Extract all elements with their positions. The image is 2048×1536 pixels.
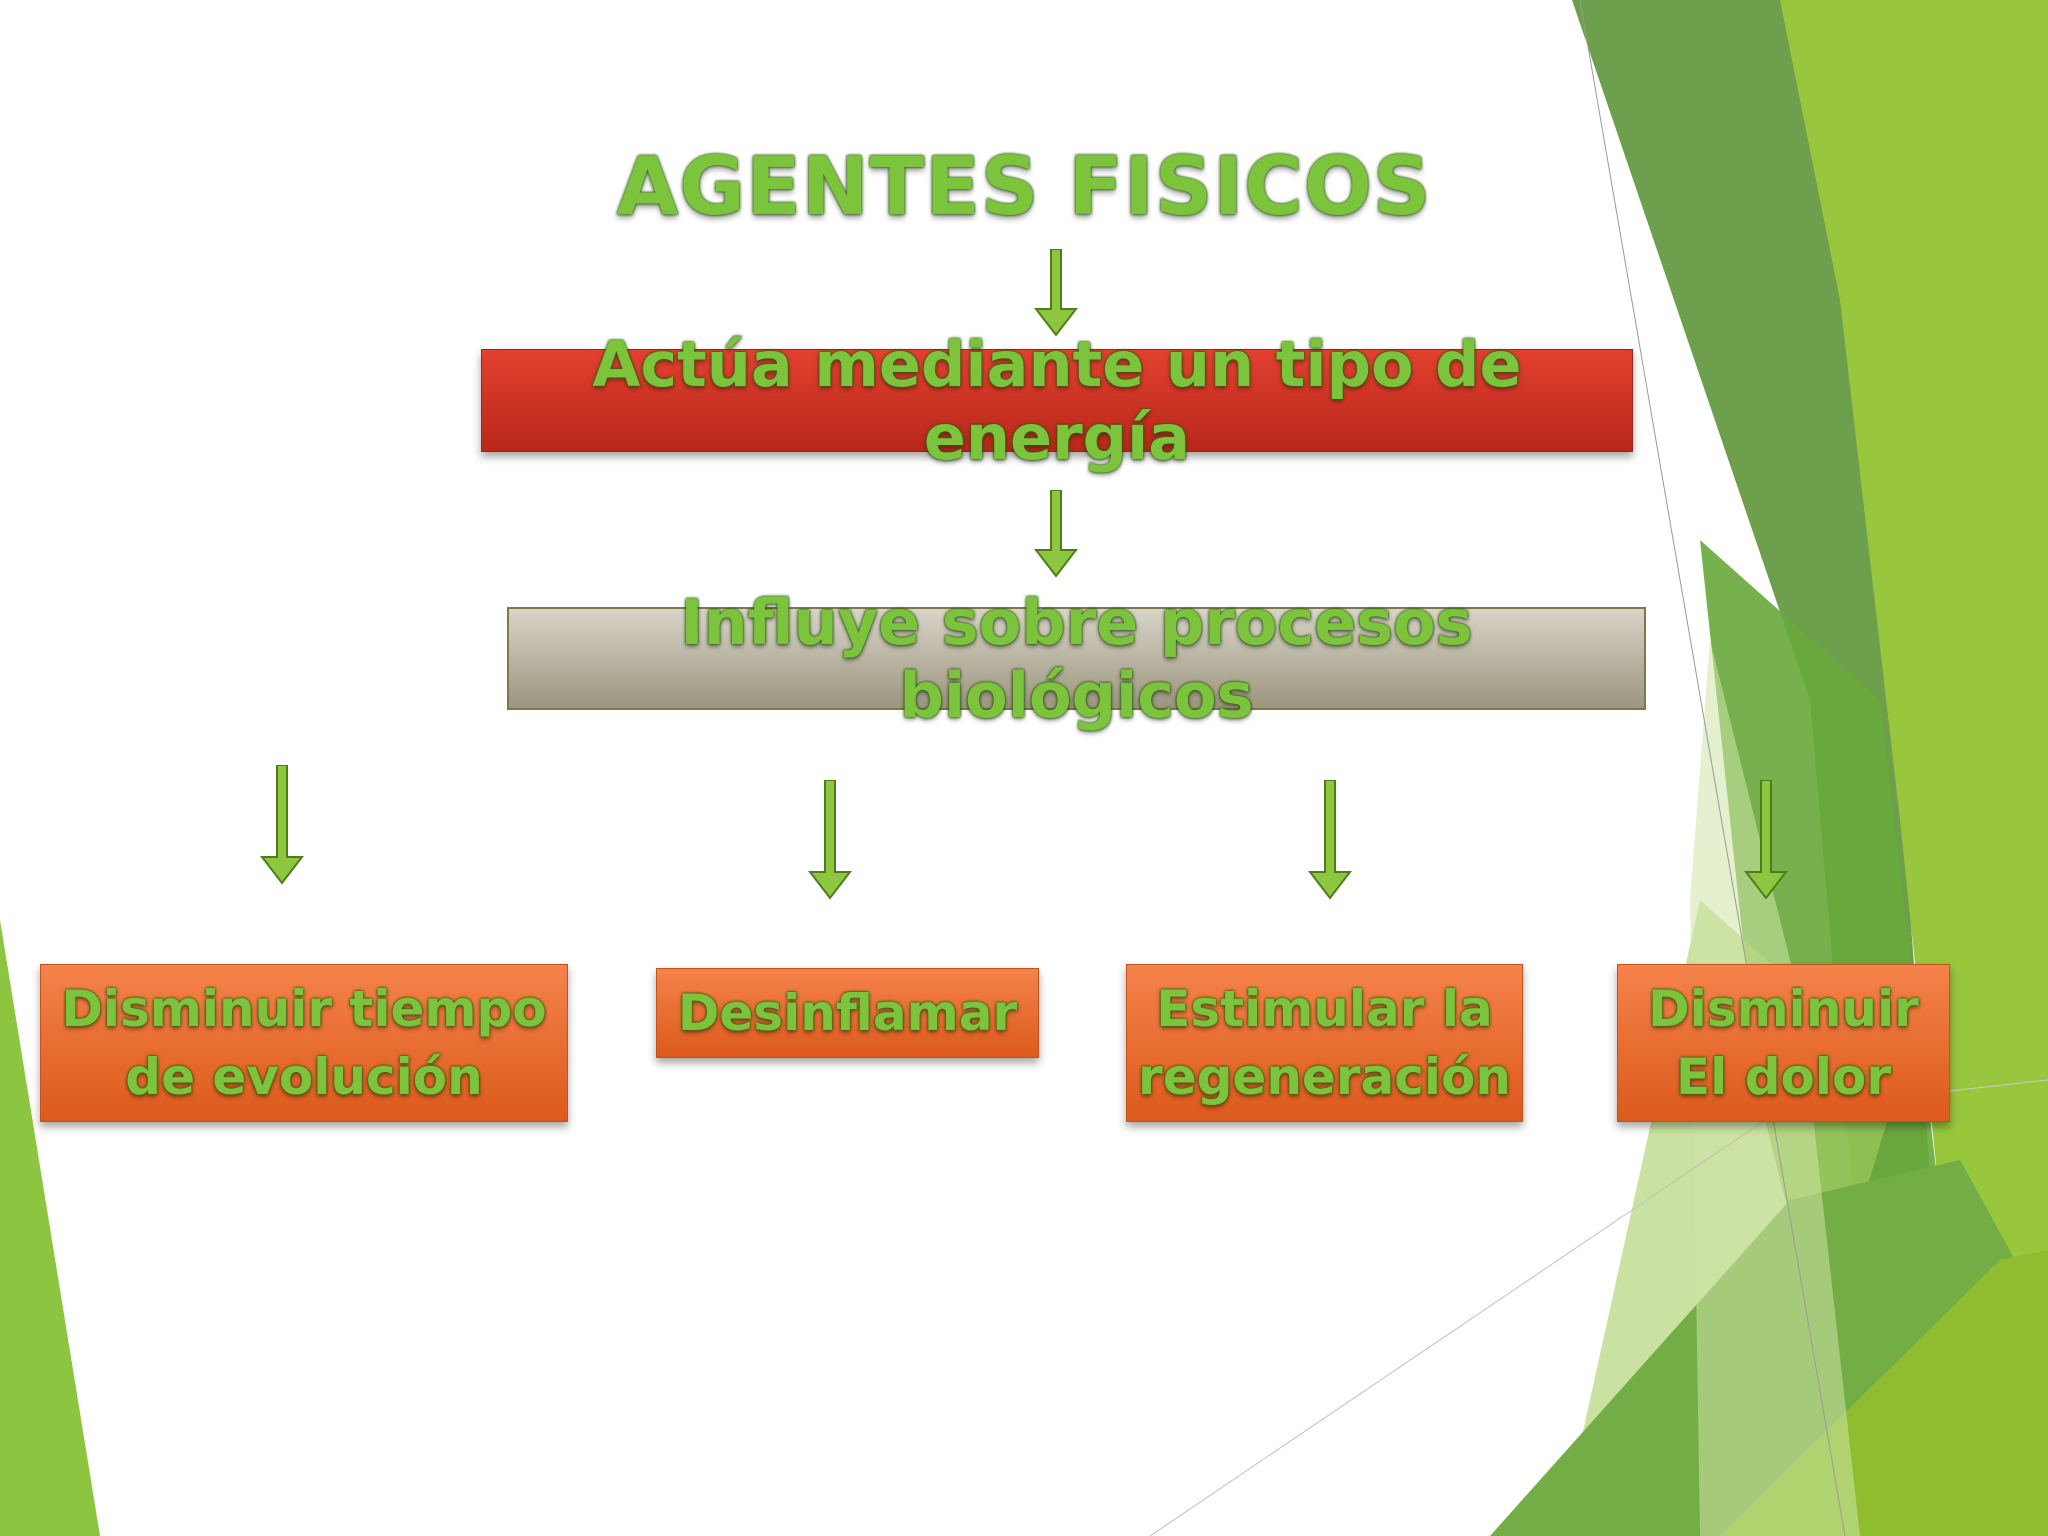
mechanism-box: Actúa mediante un tipo de energía (481, 328, 1633, 474)
arrow-down-icon (1034, 249, 1078, 337)
outcome-line: regeneración (1138, 1048, 1511, 1106)
outcome-box: Estimular la regeneración (1126, 964, 1523, 1122)
arrow-down-icon (1744, 780, 1788, 900)
outcome-line: Disminuir (1648, 980, 1919, 1038)
outcome-line: Disminuir tiempo (61, 980, 547, 1038)
outcome-box: Desinflamar (656, 968, 1039, 1058)
outcome-line: de evolución (125, 1048, 483, 1106)
outcome-line: Desinflamar (677, 984, 1018, 1042)
arrow-down-icon (260, 765, 304, 885)
outcome-line: Estimular la (1156, 980, 1493, 1038)
effect-box: Influye sobre procesos biológicos (507, 586, 1646, 732)
outcome-line: El dolor (1676, 1048, 1891, 1106)
decor-shard-left (0, 920, 100, 1536)
decor-shard-light-top (1780, 0, 2048, 1536)
decor-line (1149, 1109, 1781, 1536)
effect-label: Influye sobre procesos biológicos (680, 585, 1473, 732)
outcome-box: Disminuir El dolor (1617, 964, 1950, 1122)
outcome-box: Disminuir tiempo de evolución (40, 964, 568, 1122)
arrow-down-icon (1308, 780, 1352, 900)
arrow-down-icon (808, 780, 852, 900)
diagram-title: AGENTES FISICOS (616, 140, 1432, 233)
mechanism-label: Actúa mediante un tipo de energía (592, 327, 1522, 474)
decor-line (1579, 0, 1846, 1536)
arrow-down-icon (1034, 490, 1078, 578)
